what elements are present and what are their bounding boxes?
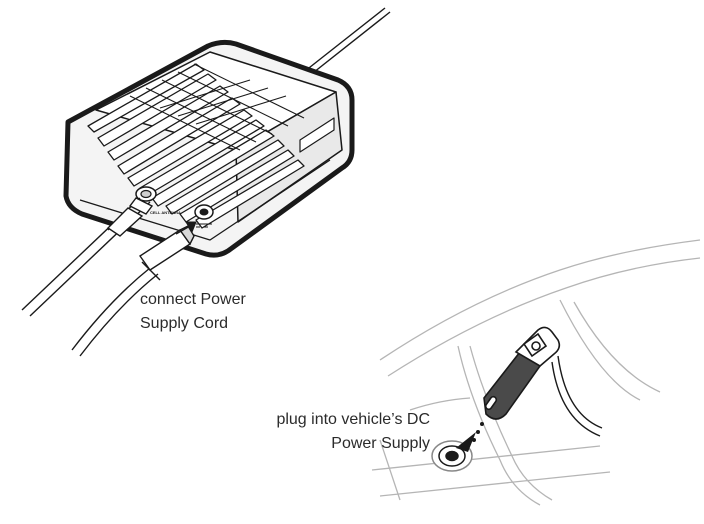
callout-line: Supply Cord <box>140 315 229 332</box>
antenna-connector <box>106 197 154 237</box>
callout-connect-power-cord: connect Power Supply Cord <box>140 288 246 336</box>
power-supply-cable <box>71 267 159 357</box>
insert-arrow-power <box>175 221 197 235</box>
signal-booster-unit <box>63 39 355 258</box>
callout-line: connect Power <box>140 291 246 308</box>
insert-arrow-dc <box>456 432 476 452</box>
antenna-port-label: CELL ANTENNA <box>150 210 181 215</box>
power-cord-plug <box>139 225 195 281</box>
vehicle-console <box>371 239 701 506</box>
guide-dots <box>472 422 484 442</box>
antenna-cable-rear <box>299 7 391 81</box>
dc-plug <box>483 326 561 420</box>
dc-plug-cable <box>551 355 603 437</box>
callout-plug-dc-supply: plug into vehicle’s DC Power Supply <box>240 408 430 456</box>
callout-line: plug into vehicle’s DC <box>276 411 430 428</box>
callout-line: Power Supply <box>331 435 430 452</box>
